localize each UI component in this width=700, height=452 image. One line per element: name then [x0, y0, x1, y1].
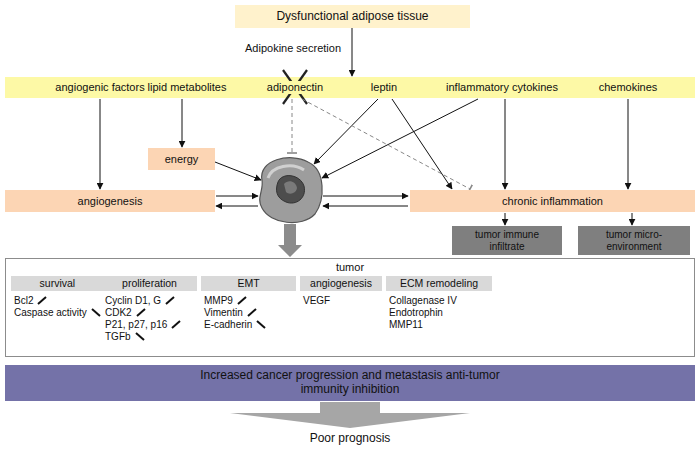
- marker-name: P21, p27, p16: [105, 319, 167, 330]
- tumor-panel: tumorsurvivalBcl2Caspase activityprolife…: [5, 258, 695, 357]
- marker-name: VEGF: [303, 295, 330, 306]
- effect-column: EMT MMP9VimentinE-cadherin: [201, 276, 296, 331]
- connector: [505, 213, 506, 225]
- effect-row: Cyclin D1, G: [102, 295, 197, 307]
- effect-row: TGFb: [102, 331, 197, 343]
- increase-mark: [37, 296, 47, 305]
- marker-name: MMP11: [389, 319, 423, 330]
- effect-row: Caspase activity: [11, 307, 104, 319]
- outcome-label: Poor prognosis: [310, 431, 391, 445]
- source-box: Dysfunctional adipose tissue: [235, 5, 470, 28]
- factor-label: lipid metabolites: [146, 81, 229, 94]
- box-label: angiogenesis: [78, 195, 143, 208]
- box-label: tumor micro-environment: [584, 229, 684, 252]
- cancer-cell: [260, 158, 322, 223]
- effect-row: Endotrophin: [386, 307, 492, 319]
- connector: [100, 99, 101, 189]
- effect-column: survivalBcl2Caspase activity: [11, 276, 104, 319]
- box-label: chronic inflammation: [502, 195, 603, 208]
- marker-name: E-cadherin: [204, 319, 252, 330]
- column-header: ECM remodeling: [386, 276, 492, 291]
- adipokine-band: [5, 77, 695, 98]
- factor-label: chemokines: [597, 81, 660, 94]
- marker-name: TGFb: [105, 331, 131, 342]
- marker-name: CDK2: [105, 307, 132, 318]
- process-box: chronic inflammation: [410, 190, 695, 212]
- decrease-mark: [91, 308, 101, 317]
- increase-mark: [165, 296, 175, 305]
- effect-row: Vimentin: [201, 307, 296, 319]
- process-box: angiogenesis: [5, 190, 215, 212]
- adipokine-factor: angiogenic factors: [53, 81, 146, 94]
- box-label: tumor immune infiltrate: [459, 229, 555, 252]
- marker-name: Caspase activity: [14, 307, 87, 318]
- factor-label: angiogenic factors: [53, 81, 146, 94]
- increase-mark: [136, 308, 146, 317]
- marker-name: Cyclin D1, G: [105, 295, 161, 306]
- adipokine-factor: adiponectin: [265, 81, 325, 94]
- marker-name: Bcl2: [14, 295, 33, 306]
- effect-row: VEGF: [300, 295, 382, 307]
- panel-title: tumor: [6, 259, 694, 274]
- adipokine-factor: chemokines: [597, 81, 660, 94]
- connector: [302, 99, 470, 189]
- marker-name: Collagenase IV: [389, 295, 457, 306]
- effect-column: proliferationCyclin D1, GCDK2P21, p27, p…: [102, 276, 197, 343]
- adipokine-factor: inflammatory cytokines: [444, 81, 560, 94]
- outcome-box: tumor immune infiltrate: [452, 226, 562, 255]
- adipokine-factor: lipid metabolites: [146, 81, 229, 94]
- effect-row: MMP9: [201, 295, 296, 307]
- increase-mark: [171, 320, 181, 329]
- decrease-mark: [256, 320, 266, 329]
- decrease-mark: [135, 332, 145, 341]
- secretion-arrow: [352, 28, 353, 76]
- process-box: energy: [148, 148, 215, 170]
- adipokine-factor: leptin: [369, 81, 399, 94]
- effect-column: angiogenesisVEGF: [300, 276, 382, 307]
- cell-to-tumor-arrow: [278, 224, 302, 257]
- connector: [628, 99, 629, 189]
- factor-label: adiponectin: [265, 81, 325, 94]
- outcome-box: tumor micro-environment: [578, 226, 690, 255]
- effect-row: E-cadherin: [201, 319, 296, 331]
- effect-row: Bcl2: [11, 295, 104, 307]
- effect-row: P21, p27, p16: [102, 319, 197, 331]
- connector: [632, 213, 633, 225]
- column-header: survival: [11, 276, 104, 291]
- connector: [182, 99, 183, 147]
- marker-name: MMP9: [204, 295, 233, 306]
- annotation: Adipokine secretion: [245, 42, 341, 55]
- connector: [505, 99, 506, 189]
- increase-mark: [237, 296, 247, 305]
- effect-column: ECM remodelingCollagenase IVEndotrophinM…: [386, 276, 492, 331]
- outcome-band: Increased cancer progression and metasta…: [5, 365, 695, 401]
- effect-row: MMP11: [386, 319, 492, 331]
- column-header: EMT: [201, 276, 296, 291]
- increase-mark: [247, 308, 257, 317]
- prognosis-arrow: [230, 402, 470, 428]
- marker-name: Endotrophin: [389, 307, 443, 318]
- connector: [392, 99, 452, 189]
- box-label: Increased cancer progression and metasta…: [200, 369, 500, 397]
- column-header: proliferation: [102, 276, 197, 291]
- column-header: angiogenesis: [300, 276, 382, 291]
- box-label: Dysfunctional adipose tissue: [276, 10, 428, 24]
- effect-row: CDK2: [102, 307, 197, 319]
- effect-row: Collagenase IV: [386, 295, 492, 307]
- factor-label: inflammatory cytokines: [444, 81, 560, 94]
- box-label: energy: [165, 153, 199, 166]
- marker-name: Vimentin: [204, 307, 243, 318]
- factor-label: leptin: [369, 81, 399, 94]
